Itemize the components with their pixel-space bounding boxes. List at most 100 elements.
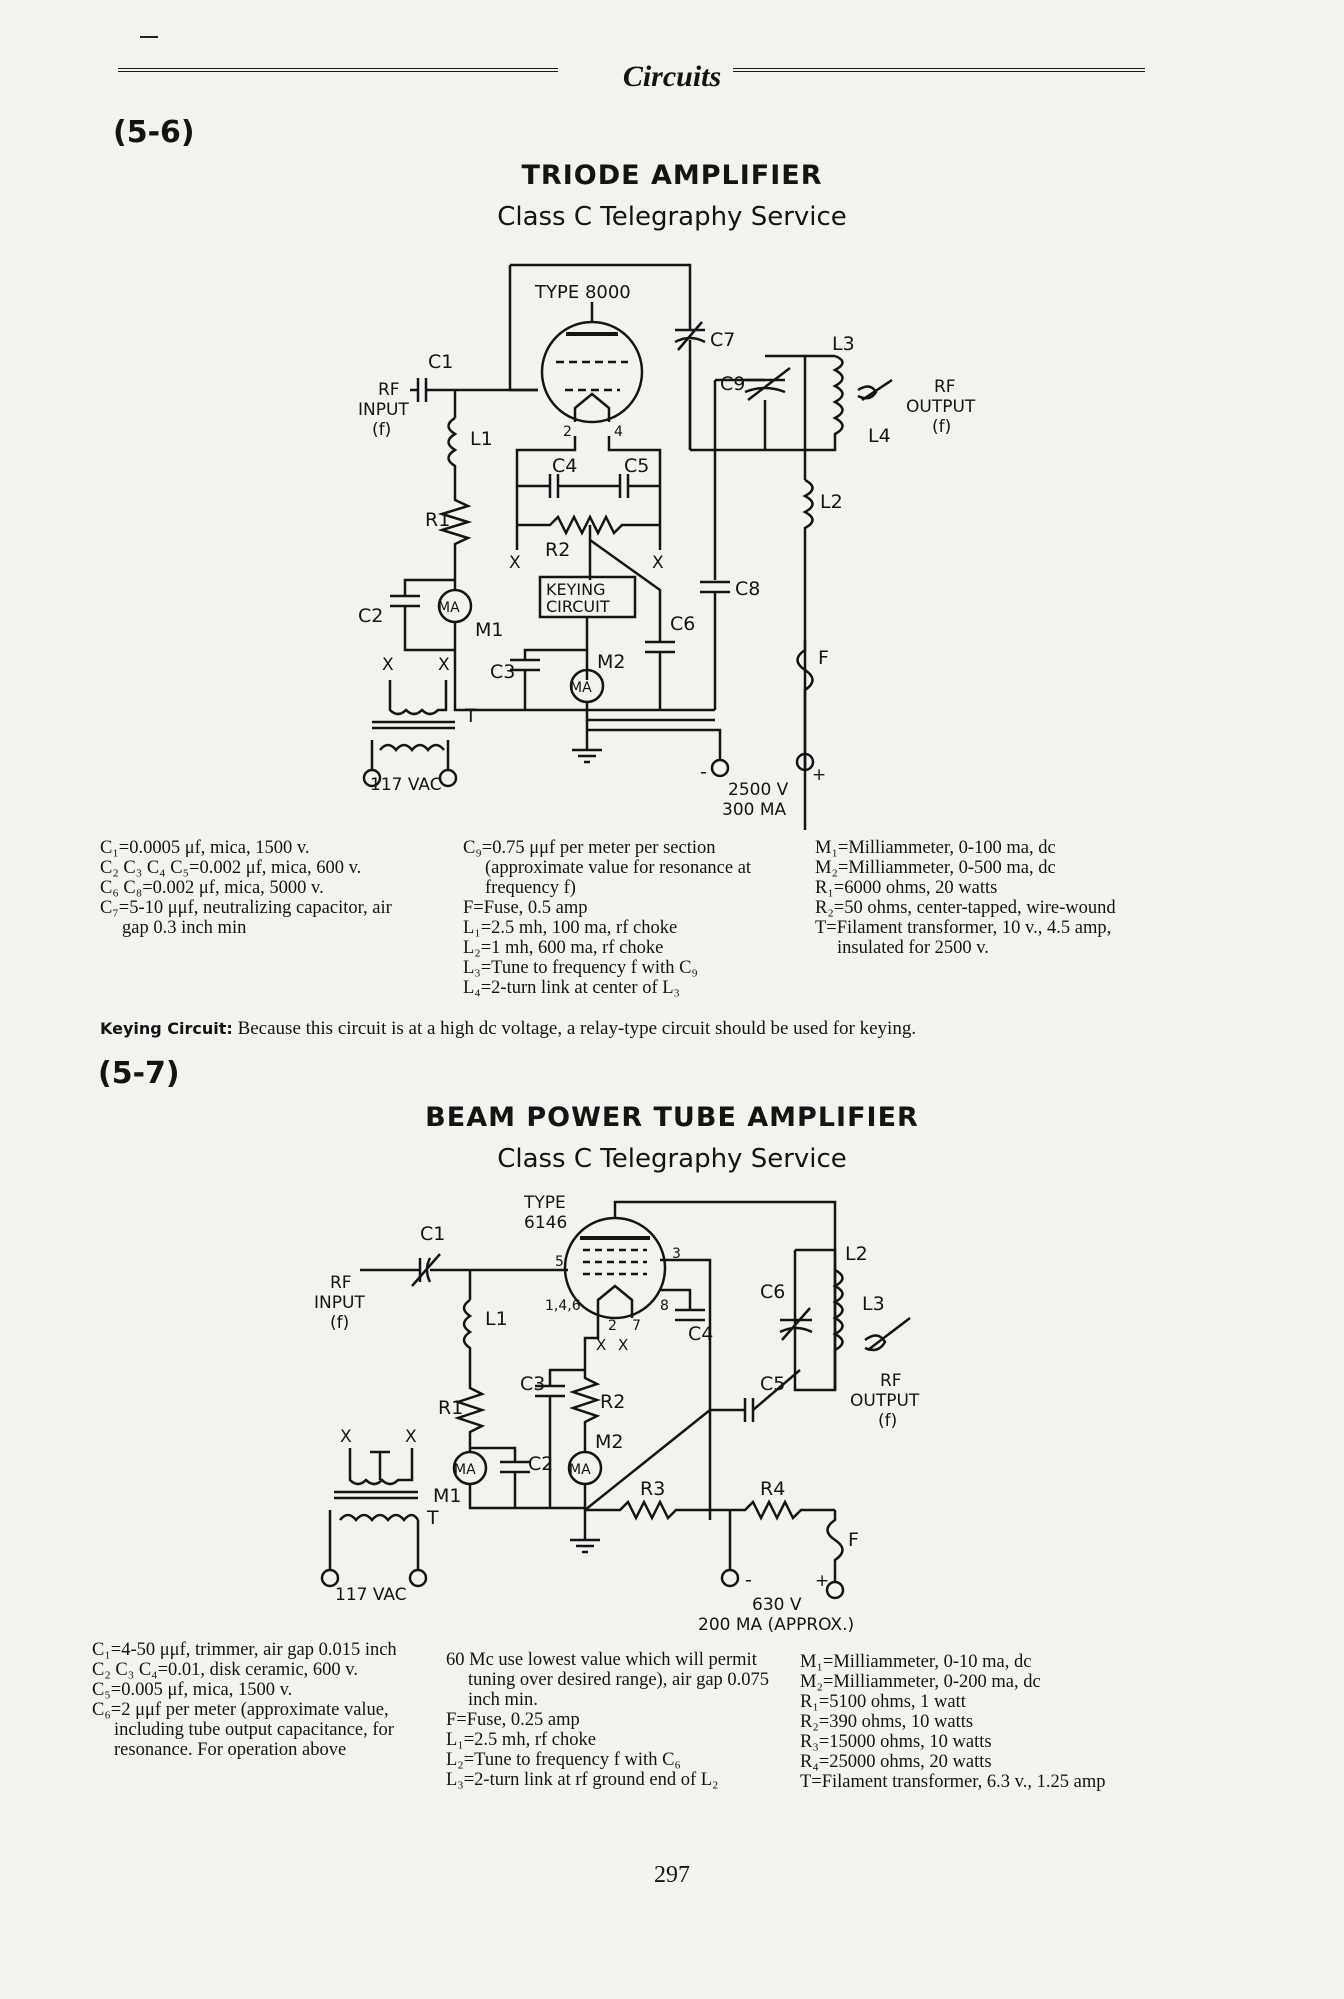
svg-text:MA: MA	[454, 1462, 476, 1478]
svg-text:L3: L3	[832, 333, 855, 355]
svg-text:OUTPUT: OUTPUT	[906, 397, 976, 417]
svg-text:C2: C2	[358, 605, 383, 627]
svg-text:(f): (f)	[932, 417, 951, 437]
tube-type-label: TYPE 8000	[534, 282, 631, 303]
svg-text:1,4,6: 1,4,6	[545, 1298, 581, 1314]
triode-amplifier-schematic: TYPE 8000 2 4 C7 C9 L3 L4 RF OUTPUT (f) …	[358, 263, 976, 830]
svg-text:RF: RF	[880, 1371, 902, 1391]
svg-text:C3: C3	[490, 661, 515, 683]
svg-text:300 MA: 300 MA	[722, 800, 787, 820]
svg-text:C7: C7	[710, 329, 735, 351]
svg-text:C1: C1	[428, 351, 453, 373]
svg-text:MA: MA	[569, 1462, 591, 1478]
svg-text:TYPE: TYPE	[523, 1193, 566, 1213]
svg-text:R2: R2	[545, 539, 570, 561]
beam-power-amplifier-schematic: TYPE 6146 5 3 1,4,6 2 7 8 X X C4 C1 RF I…	[314, 1193, 920, 1635]
svg-text:C4: C4	[688, 1323, 713, 1345]
svg-text:-: -	[700, 761, 707, 783]
svg-text:INPUT: INPUT	[314, 1293, 365, 1313]
section-title-5-6: TRIODE AMPLIFIER	[521, 160, 823, 191]
svg-text:L2: L2	[845, 1243, 868, 1265]
svg-text:R4: R4	[760, 1478, 785, 1500]
parts-list-5-7-col-2: 60 Mc use lowest value which will permit…	[446, 1650, 770, 1790]
svg-text:C4: C4	[552, 455, 577, 477]
svg-text:M2: M2	[595, 1431, 623, 1453]
svg-text:T: T	[426, 1507, 439, 1529]
svg-text:117 VAC: 117 VAC	[370, 775, 442, 795]
triode-tube	[540, 320, 644, 424]
svg-text:F: F	[848, 1529, 859, 1551]
section-number-5-7: (5-7)	[98, 1056, 180, 1091]
svg-text:C5: C5	[760, 1373, 785, 1395]
svg-text:M1: M1	[433, 1485, 461, 1507]
parts-list-5-7-col-1: C₁=4-50 μμf, trimmer, air gap 0.015 inch…	[92, 1640, 397, 1760]
keying-circuit-note: Keying Circuit: Because this circuit is …	[100, 1018, 1160, 1040]
svg-text:C8: C8	[735, 578, 760, 600]
svg-text:2: 2	[608, 1318, 617, 1334]
svg-text:L4: L4	[868, 425, 891, 447]
svg-text:5: 5	[555, 1254, 564, 1270]
svg-text:4: 4	[614, 424, 623, 440]
svg-text:(f): (f)	[372, 420, 391, 440]
svg-text:X: X	[340, 1427, 352, 1447]
svg-text:MA: MA	[570, 680, 592, 696]
section-subtitle-5-6: Class C Telegraphy Service	[497, 202, 847, 232]
svg-text:M1: M1	[475, 619, 503, 641]
svg-text:C3: C3	[520, 1373, 545, 1395]
svg-text:L2: L2	[820, 491, 843, 513]
svg-text:8: 8	[660, 1298, 669, 1314]
parts-list-5-6-col-2: C₉=0.75 μμf per meter per section (appro…	[463, 838, 752, 998]
svg-text:C9: C9	[720, 373, 745, 395]
keying-note-text: Because this circuit is at a high dc vol…	[237, 1018, 917, 1039]
svg-text:-: -	[745, 1569, 752, 1591]
svg-text:OUTPUT: OUTPUT	[850, 1391, 920, 1411]
svg-text:R3: R3	[640, 1478, 665, 1500]
svg-text:R1: R1	[438, 1397, 463, 1419]
header-title: Circuits	[610, 60, 734, 93]
page-number: 297	[654, 1862, 690, 1888]
svg-text:M2: M2	[597, 651, 625, 673]
svg-text:C5: C5	[624, 455, 649, 477]
svg-text:(f): (f)	[330, 1313, 349, 1333]
svg-text:C1: C1	[420, 1223, 445, 1245]
svg-text:R1: R1	[425, 509, 450, 531]
svg-text:117 VAC: 117 VAC	[335, 1585, 407, 1605]
svg-text:INPUT: INPUT	[358, 400, 409, 420]
svg-text:+: +	[815, 1571, 829, 1591]
svg-text:CIRCUIT: CIRCUIT	[546, 597, 610, 616]
svg-text:+: +	[812, 765, 826, 785]
svg-text:X: X	[618, 1336, 628, 1354]
svg-text:3: 3	[672, 1246, 681, 1262]
svg-text:X: X	[405, 1427, 417, 1447]
svg-text:L1: L1	[485, 1308, 508, 1330]
svg-text:X: X	[382, 655, 394, 675]
svg-text:C6: C6	[670, 613, 695, 635]
svg-text:MA: MA	[438, 600, 460, 616]
section-title-5-7: BEAM POWER TUBE AMPLIFIER	[425, 1102, 919, 1133]
svg-text:C2: C2	[528, 1453, 553, 1475]
svg-text:2500 V: 2500 V	[728, 780, 789, 800]
svg-text:X: X	[438, 655, 450, 675]
svg-text:200 MA (APPROX.): 200 MA (APPROX.)	[698, 1615, 854, 1635]
svg-text:F: F	[818, 647, 829, 669]
svg-text:RF: RF	[378, 380, 400, 400]
parts-list-5-6-col-1: C₁=0.0005 μf, mica, 1500 v. C₂ C₃ C₄ C₅=…	[100, 838, 392, 938]
svg-text:RF: RF	[330, 1273, 352, 1293]
section-number-5-6: (5-6)	[113, 115, 195, 150]
svg-text:KEYING: KEYING	[546, 580, 605, 599]
svg-text:RF: RF	[934, 377, 956, 397]
svg-text:6146: 6146	[524, 1213, 567, 1233]
svg-text:L1: L1	[470, 428, 493, 450]
parts-list-5-7-col-3: M₁=Milliammeter, 0-10 ma, dc M₂=Milliamm…	[800, 1652, 1106, 1792]
svg-text:X: X	[652, 553, 664, 573]
running-header: Circuits	[0, 60, 1344, 94]
svg-text:X: X	[509, 553, 521, 573]
svg-text:C6: C6	[760, 1281, 785, 1303]
svg-text:7: 7	[632, 1318, 641, 1334]
parts-list-5-6-col-3: M₁=Milliammeter, 0-100 ma, dc M₂=Milliam…	[815, 838, 1116, 958]
header-rule-right	[708, 68, 1145, 72]
svg-text:L3: L3	[862, 1293, 885, 1315]
keying-note-label: Keying Circuit:	[100, 1019, 233, 1038]
svg-text:X: X	[596, 1336, 606, 1354]
svg-text:2: 2	[563, 424, 572, 440]
